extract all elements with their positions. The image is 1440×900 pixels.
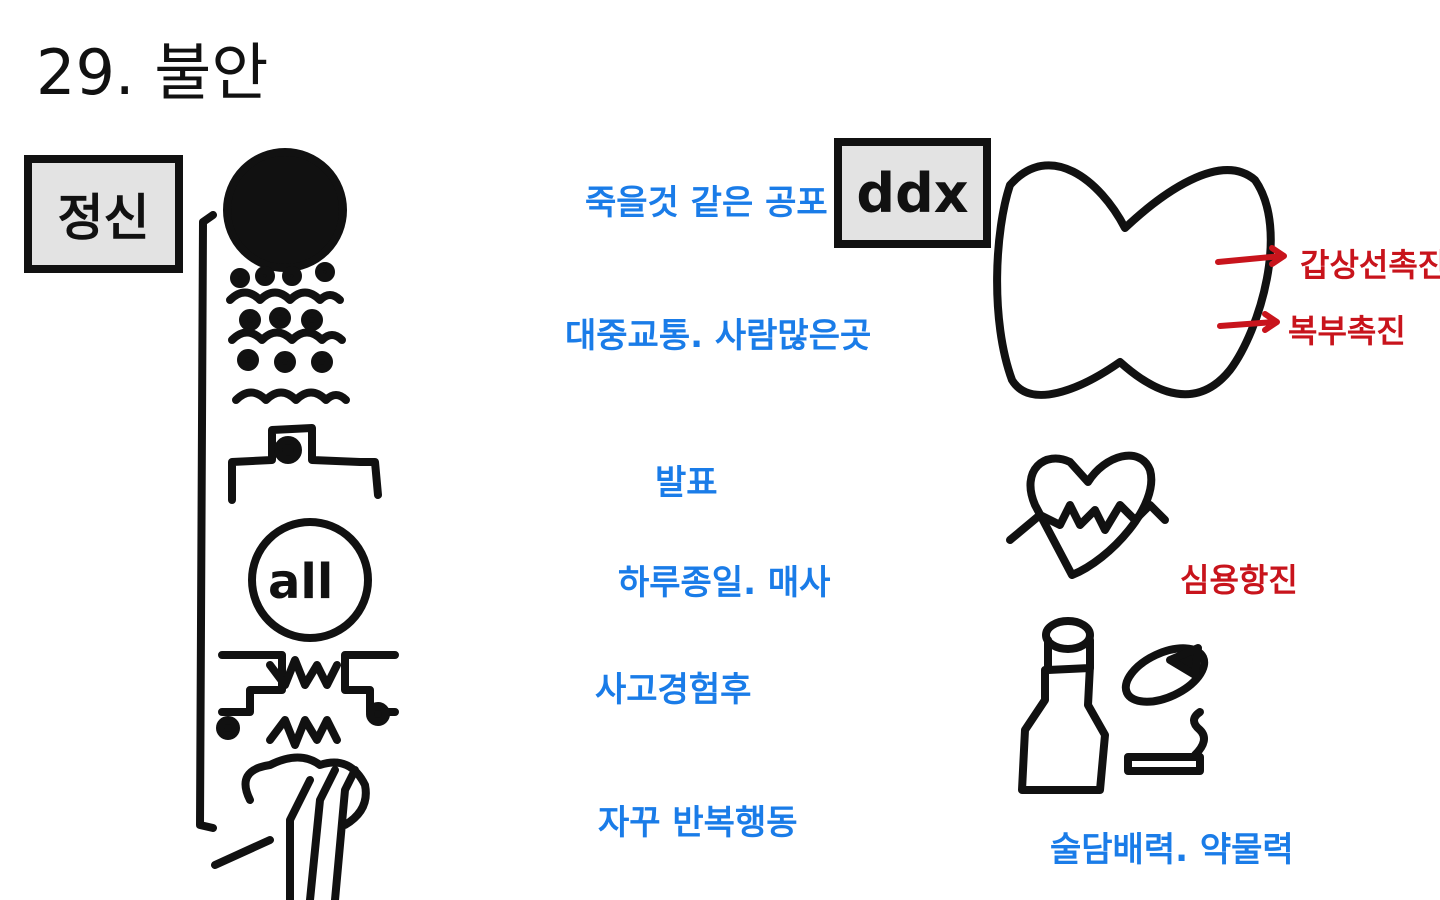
page-title: 29. 불안 [36,36,269,109]
symptom-repetitive: 자꾸 반복행동 [598,803,798,843]
ddx-substance-history: 술담배력. 약물력 [1050,830,1294,870]
cigarette-icon [1124,708,1208,775]
heart-ecg-icon [1006,451,1169,579]
section-label-ddx: ddx [834,138,991,248]
ddx-abdominal-exam: 복부촉진 [1288,312,1406,350]
pill-icon [1121,644,1209,706]
bottle-icon [1018,617,1109,794]
symptom-post-accident: 사고경험후 [595,670,752,710]
scribble-icon [223,148,347,272]
arrow-icon [1217,311,1280,333]
arrow-icon [1215,245,1287,267]
symptom-panic: 죽을것 같은 공포 [585,183,828,223]
all-circle-icon: all [248,518,372,642]
thyroid-icon [993,161,1275,399]
symptom-generalized: 하루종일. 매사 [618,563,831,603]
arrows [1215,245,1287,333]
ddx-cardiac: 심용항진 [1180,561,1298,599]
section-label-psych: 정신 [24,155,183,273]
ddx-thyroid-exam: 갑상선촉진 [1300,246,1440,284]
svg-text:all: all [268,554,333,610]
symptom-presentation: 발표 [655,463,718,503]
podium-speaker-icon [228,424,382,504]
symptom-agoraphobia: 대중교통. 사람많은곳 [565,316,872,356]
car-crash-icon [216,651,399,749]
crowd-icon [226,262,350,404]
hand-washing-icon [211,753,370,900]
bracket-line [196,211,217,832]
